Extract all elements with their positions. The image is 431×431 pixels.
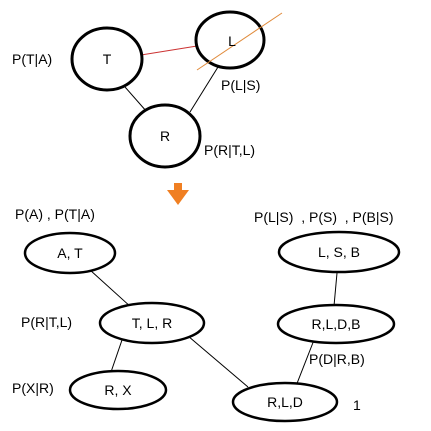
edge-rldb-rld — [295, 339, 315, 387]
edge-t-l-highlight — [140, 45, 198, 56]
node-rld-label: R,L,D — [267, 394, 303, 410]
node-tlr-label: T, L, R — [132, 315, 172, 331]
factor-rld-label: 1 — [353, 397, 361, 413]
edge-lsb-rldb — [333, 272, 338, 307]
node-l — [194, 10, 266, 70]
node-r-label: R — [160, 128, 170, 144]
node-t — [70, 26, 144, 92]
node-rldb — [276, 303, 396, 345]
node-at-label: A, T — [57, 245, 83, 261]
factor-t-label: P(T|A) — [12, 51, 52, 67]
edge-l-r — [189, 66, 219, 113]
crossing-line — [196, 12, 283, 71]
node-rldb-label: R,L,D,B — [311, 316, 360, 332]
factor-r-label: P(R|T,L) — [204, 142, 255, 158]
node-rx-label: R, X — [104, 382, 132, 398]
bottom-graph: A, T T, L, R R, X L, S, B R,L,D,B R,L,D … — [12, 206, 401, 423]
edge-at-tlr — [89, 269, 133, 309]
node-rld — [231, 381, 339, 423]
node-t-label: T — [103, 51, 112, 67]
factor-rx-label: P(X|R) — [12, 380, 54, 396]
node-at — [23, 231, 117, 275]
edge-tlr-rx — [110, 339, 123, 373]
factor-tlr-label: P(R|T,L) — [21, 314, 72, 330]
node-lsb — [277, 230, 401, 274]
factor-l-label: P(L|S) — [221, 77, 260, 93]
factor-lsb-label: P(L|S) , P(S) , P(B|S) — [254, 209, 394, 225]
factor-at-label: P(A) , P(T|A) — [15, 206, 95, 222]
down-arrow-icon — [167, 183, 189, 205]
node-lsb-label: L, S, B — [318, 244, 360, 260]
node-r — [128, 103, 202, 169]
node-tlr — [98, 301, 206, 345]
node-l-label: L — [228, 33, 236, 49]
factor-rldb-label: P(D|R,B) — [309, 351, 365, 367]
top-graph: T L R P(T|A) P(L|S) P(R|T,L) — [12, 10, 283, 169]
node-rx — [68, 369, 168, 411]
edge-t-r — [124, 86, 148, 113]
edge-tlr-rld — [187, 335, 249, 388]
